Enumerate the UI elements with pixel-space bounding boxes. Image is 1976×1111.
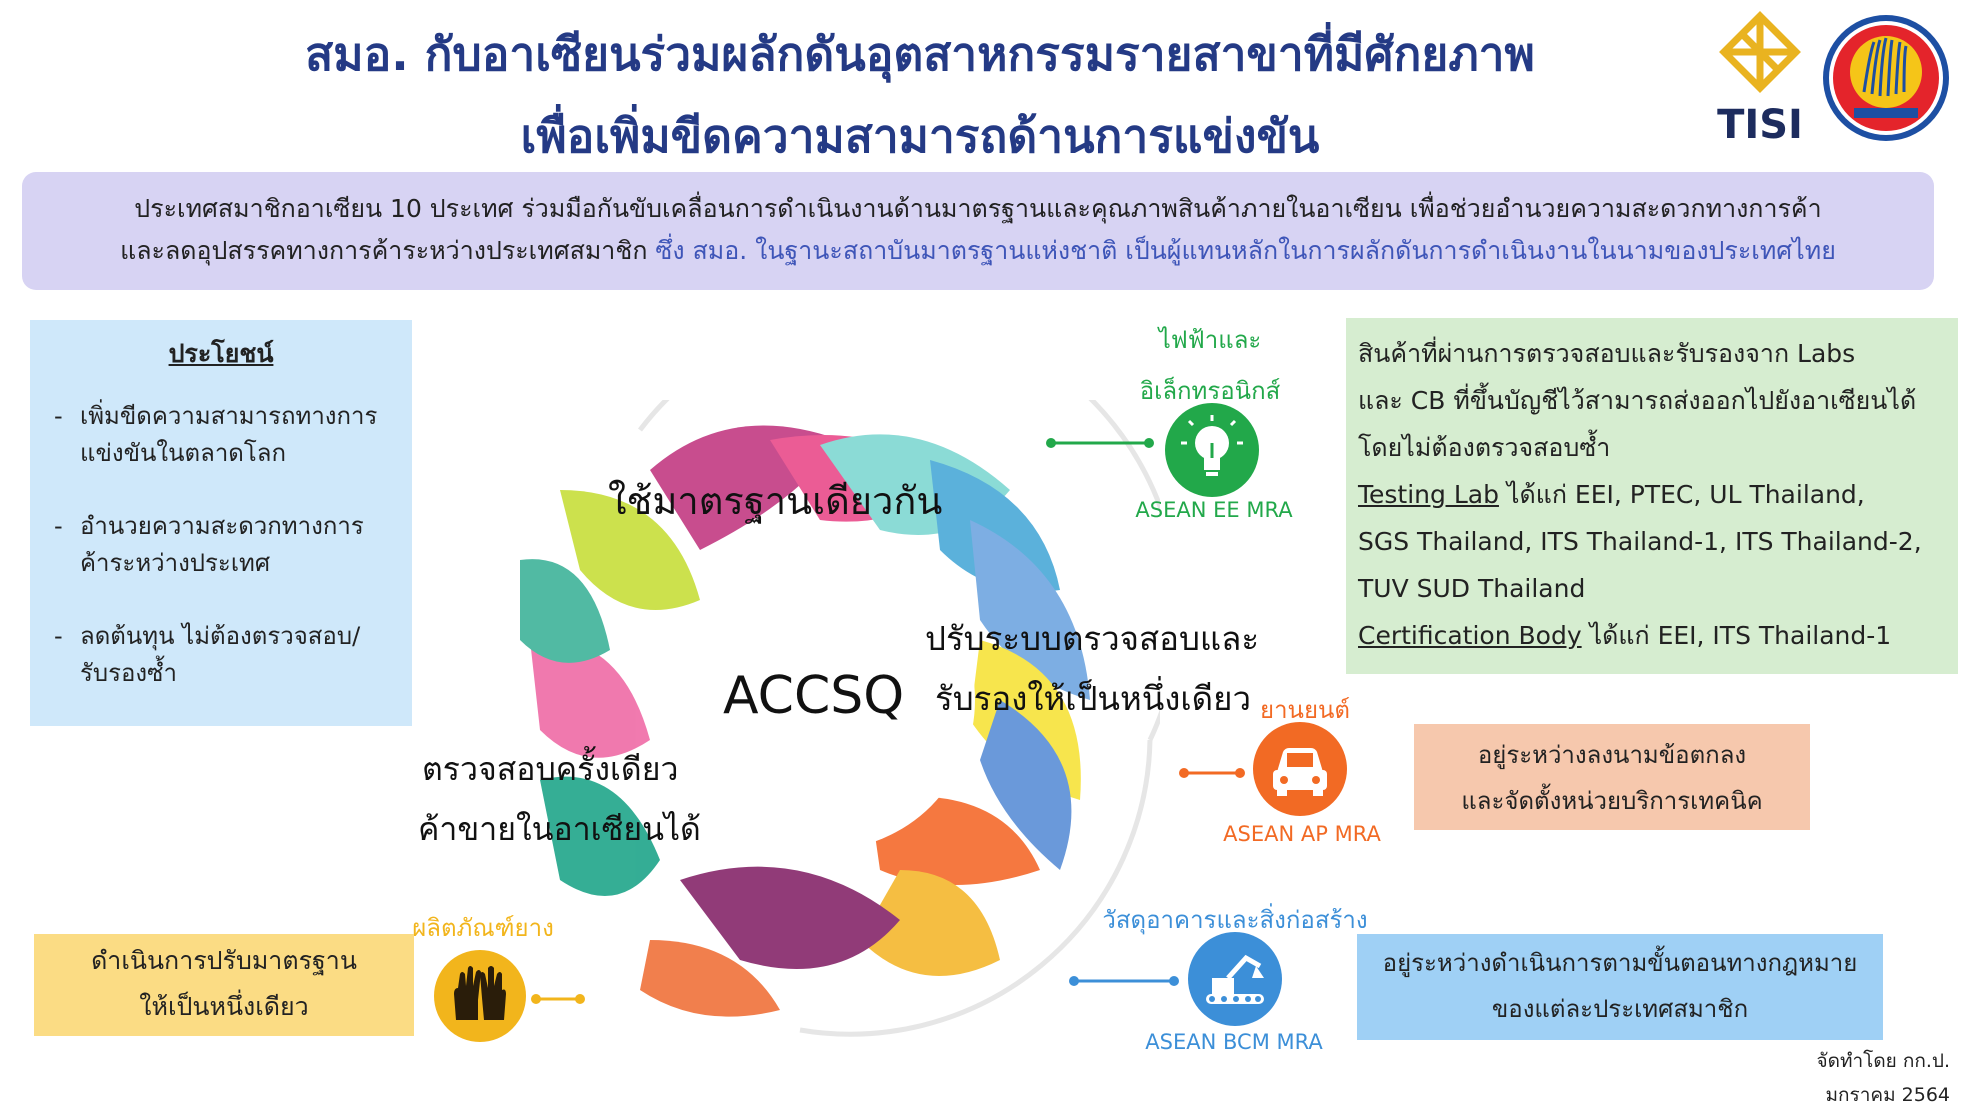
credit-line-2: มกราคม 2564 xyxy=(1825,1084,1950,1106)
intro-line-2-part-2: ซึ่ง สมอ. ในฐานะสถาบันมาตรฐานแห่งชาติ เป… xyxy=(655,236,1836,265)
testing-lab-text-2: SGS Thailand, ITS Thailand-1, ITS Thaila… xyxy=(1358,527,1922,556)
benefit-item: ลดต้นทุน ไม่ต้องตรวจสอบ/รับรองซ้ำ xyxy=(50,618,392,692)
cert-body-text: ได้แก่ EEI, ITS Thailand-1 xyxy=(1581,621,1892,650)
one-standard-label: ใช้มาตรฐานเดียวกัน xyxy=(608,479,943,523)
tisi-logo: TISI xyxy=(1700,10,1820,150)
bcm-status-line-1: อยู่ระหว่างดำเนินการตามขั้นตอนทางกฎหมาย xyxy=(1382,949,1858,977)
benefits-panel: ประโยชน์ เพิ่มขีดความสามารถทางการแข่งขัน… xyxy=(30,320,412,726)
ap-status-line-2: และจัดตั้งหน่วยบริการเทคนิค xyxy=(1461,787,1763,815)
rubber-status-box: ดำเนินการปรับมาตรฐาน ให้เป็นหนึ่งเดียว xyxy=(34,934,414,1036)
testing-lab-label: Testing Lab xyxy=(1358,480,1499,509)
rubber-status-line-2: ให้เป็นหนึ่งเดียว xyxy=(139,992,309,1021)
intro-banner: ประเทศสมาชิกอาเซียน 10 ประเทศ ร่วมมือกัน… xyxy=(22,172,1934,290)
ee-connector-line xyxy=(1045,438,1155,448)
car-icon xyxy=(1253,722,1347,816)
test-once-label-line-1: ตรวจสอบครั้งเดียว xyxy=(422,750,679,788)
ee-mra-label: ASEAN EE MRA xyxy=(1135,498,1293,522)
testing-lab-text-1: ได้แก่ EEI, PTEC, UL Thailand, xyxy=(1498,480,1865,509)
ap-mra-label: ASEAN AP MRA xyxy=(1223,822,1381,846)
ap-status-box: อยู่ระหว่างลงนามข้อตกลง และจัดตั้งหน่วยบ… xyxy=(1414,724,1810,830)
rubber-gloves-icon xyxy=(434,950,526,1042)
bcm-mra-label: ASEAN BCM MRA xyxy=(1145,1030,1323,1054)
benefit-item: อำนวยความสะดวกทางการค้าระหว่างประเทศ xyxy=(50,508,392,582)
page-title-line-2: เพื่อเพิ่มขีดความสามารถด้านการแข่งขัน xyxy=(520,109,1320,163)
bcm-sector-title: วัสดุอาคารและสิ่งก่อสร้าง xyxy=(1102,906,1368,934)
testing-lab-text-3: TUV SUD Thailand xyxy=(1358,574,1586,603)
lightbulb-icon xyxy=(1165,403,1259,497)
harmonize-label-line-2: รับรองให้เป็นหนึ่งเดียว xyxy=(935,679,1251,718)
bcm-connector-line xyxy=(1068,972,1180,986)
cert-body-label: Certification Body xyxy=(1358,621,1582,650)
benefits-list: เพิ่มขีดความสามารถทางการแข่งขันในตลาดโลก… xyxy=(50,398,392,692)
ee-info-box: สินค้าที่ผ่านการตรวจสอบและรับรองจาก Labs… xyxy=(1346,318,1958,674)
ap-connector-line xyxy=(1178,764,1246,778)
intro-line-1: ประเทศสมาชิกอาเซียน 10 ประเทศ ร่วมมือกัน… xyxy=(134,194,1822,223)
ee-info-line-2: และ CB ที่ขึ้นบัญชีไว้สามารถส่งออกไปยังอ… xyxy=(1358,386,1917,415)
ap-status-line-1: อยู่ระหว่างลงนามข้อตกลง xyxy=(1477,741,1747,769)
ee-sector-title-line-2: อิเล็กทรอนิกส์ xyxy=(1139,377,1281,405)
intro-line-2-part-1: และลดอุปสรรคทางการค้าระหว่างประเทศสมาชิก xyxy=(120,236,656,265)
cert-body-row: Certification Body ได้แก่ EEI, ITS Thail… xyxy=(1358,612,1946,659)
bcm-status-line-2: ของแต่ละประเทศสมาชิก xyxy=(1491,995,1749,1023)
testing-lab-row: Testing Lab ได้แก่ EEI, PTEC, UL Thailan… xyxy=(1358,471,1946,518)
benefits-heading: ประโยชน์ xyxy=(168,339,274,368)
ee-info-line-3: โดยไม่ต้องตรวจสอบซ้ำ xyxy=(1358,433,1611,462)
test-once-label-line-2: ค้าขายในอาเซียนได้ xyxy=(418,810,701,848)
credit-line-1: จัดทำโดย กก.ป. xyxy=(1816,1050,1950,1072)
ee-sector-title-line-1: ไฟฟ้าและ xyxy=(1158,326,1262,354)
benefit-item: เพิ่มขีดความสามารถทางการแข่งขันในตลาดโลก xyxy=(50,398,392,472)
accsq-label: ACCSQ xyxy=(723,666,905,726)
hands-circle-illustration xyxy=(500,308,1182,1040)
ap-sector-title: ยานยนต์ xyxy=(1260,696,1350,724)
rubber-sector-title: ผลิตภัณฑ์ยาง xyxy=(412,914,554,942)
construction-machine-icon xyxy=(1188,932,1282,1026)
rubber-connector-line xyxy=(530,990,586,1004)
harmonize-label-line-1: ปรับระบบตรวจสอบและ xyxy=(925,619,1260,658)
tisi-logo-text: TISI xyxy=(1717,102,1803,148)
rubber-status-line-1: ดำเนินการปรับมาตรฐาน xyxy=(91,946,357,975)
intro-line-2: และลดอุปสรรคทางการค้าระหว่างประเทศสมาชิก… xyxy=(22,230,1934,272)
ee-info-line-1: สินค้าที่ผ่านการตรวจสอบและรับรองจาก Labs xyxy=(1358,339,1856,368)
bcm-status-box: อยู่ระหว่างดำเนินการตามขั้นตอนทางกฎหมาย … xyxy=(1357,934,1883,1040)
ee-sector-title: ไฟฟ้าและ อิเล็กทรอนิกส์ xyxy=(1110,320,1310,410)
asean-logo xyxy=(1820,12,1952,144)
page-title-line-1: สมอ. กับอาเซียนร่วมผลักดันอุตสาหกรรมรายส… xyxy=(305,27,1535,81)
